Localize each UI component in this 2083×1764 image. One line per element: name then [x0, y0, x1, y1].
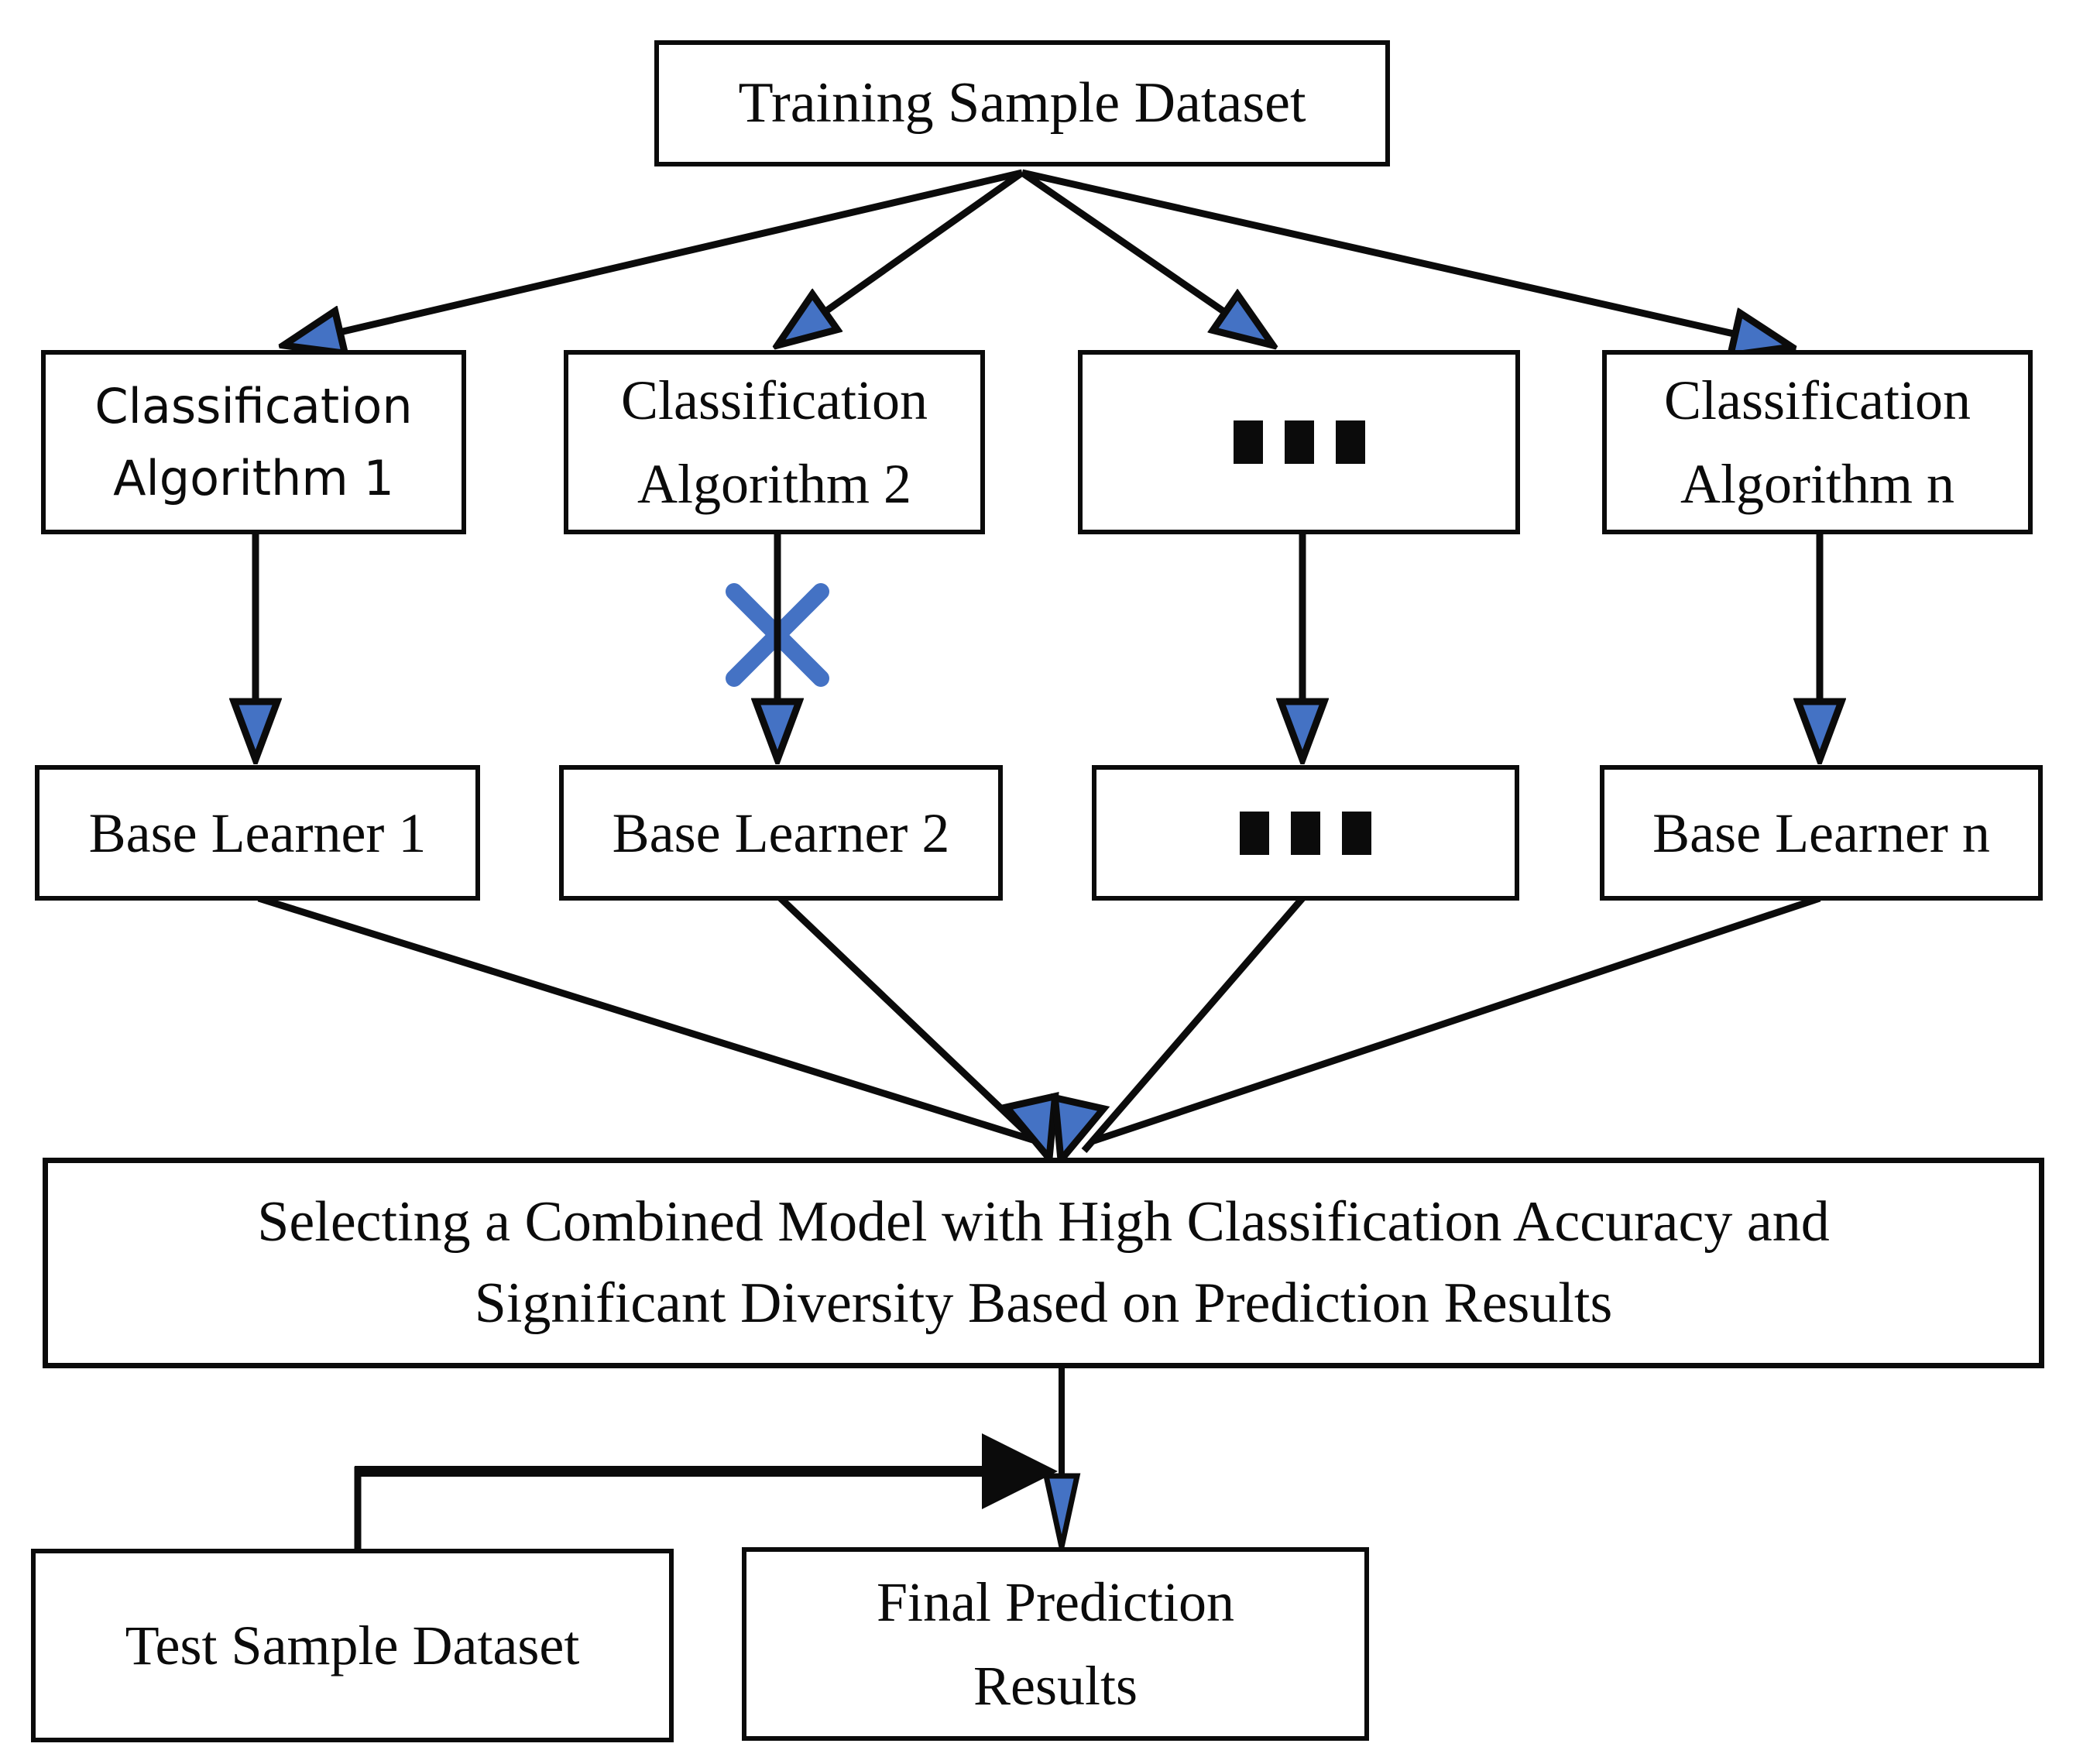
node-label-line1: Classification — [621, 369, 928, 431]
arrow-training-to-ellipsis — [1020, 170, 1273, 345]
black-arrowhead-right — [982, 1433, 1058, 1509]
node-label: Base Learner 2 — [612, 801, 950, 864]
node-label-line2: Results — [973, 1655, 1138, 1717]
node-classification-algorithm-1: Classification Algorithm 1 — [41, 350, 466, 534]
node-algorithm-ellipsis — [1078, 350, 1520, 534]
algo-to-base-arrows — [256, 532, 1820, 760]
fanin-arrowhead-left — [1000, 1091, 1059, 1168]
fanin-arrowheads — [1000, 1091, 1110, 1169]
node-label: Test Sample Dataset — [125, 1615, 580, 1676]
arrow-training-to-algon — [1021, 169, 1792, 347]
arrow-training-to-algo1 — [283, 169, 1024, 345]
node-label: Base Learner n — [1652, 801, 1990, 864]
node-classification-algorithm-n: Classification Algorithm n — [1602, 350, 2033, 534]
node-label-line1: Classification — [94, 378, 413, 434]
node-base-learner-2: Base Learner 2 — [559, 765, 1003, 901]
line-basen-to-selection — [1090, 894, 1821, 1145]
node-label: Training Sample Dataset — [738, 71, 1306, 135]
fanin-arrowhead-right — [1051, 1093, 1110, 1169]
node-label-line1: Selecting a Combined Model with High Cla… — [257, 1189, 1830, 1254]
line-base1-to-selection — [257, 894, 1039, 1145]
node-label-line2: Algorithm 1 — [113, 450, 394, 506]
node-label-line2: Significant Diversity Based on Predictio… — [474, 1272, 1613, 1335]
node-classification-algorithm-2: Classification Algorithm 2 — [564, 350, 985, 534]
node-label: Base Learner 1 — [88, 801, 427, 864]
arrow-training-to-algo2 — [777, 170, 1024, 345]
ellipsis-dots — [1233, 420, 1365, 464]
node-label-line1: Classification — [1664, 369, 1971, 431]
line-ellipsis-to-selection — [1081, 896, 1306, 1153]
node-test-sample-dataset: Test Sample Dataset — [31, 1549, 674, 1742]
line-base2-to-selection — [777, 895, 1048, 1154]
fanin-arrows — [257, 894, 1821, 1154]
node-label-line1: Final Prediction — [877, 1571, 1234, 1633]
final-blue-arrowhead — [1042, 1473, 1081, 1548]
node-label-line2: Algorithm 2 — [637, 453, 911, 515]
fanout-arrows — [283, 169, 1792, 347]
node-training-sample-dataset: Training Sample Dataset — [654, 40, 1390, 166]
node-label-line2: Algorithm n — [1680, 453, 1954, 515]
node-base-learner-ellipsis — [1092, 765, 1519, 901]
node-base-learner-n: Base Learner n — [1600, 765, 2043, 901]
ellipsis-dots — [1240, 811, 1371, 855]
node-final-prediction-results: Final Prediction Results — [742, 1547, 1369, 1741]
output-connectors — [354, 1367, 1081, 1552]
node-base-learner-1: Base Learner 1 — [35, 765, 480, 901]
node-combined-model-selection: Selecting a Combined Model with High Cla… — [43, 1158, 2044, 1368]
